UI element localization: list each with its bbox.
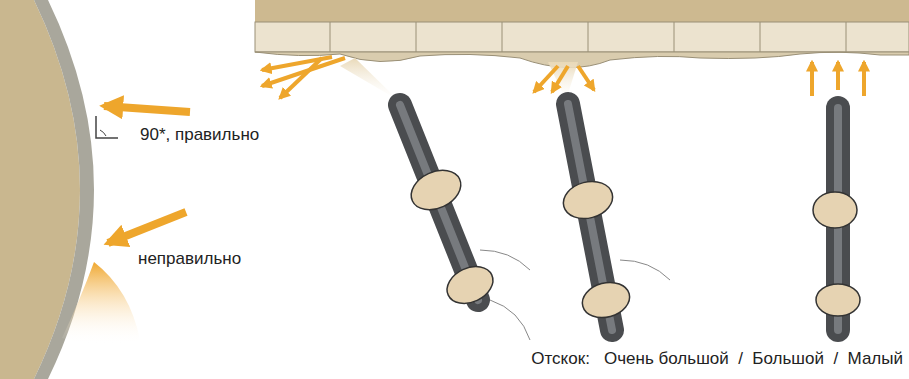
hand <box>559 176 617 224</box>
rebound-arrows <box>812 62 864 96</box>
angle-arc <box>100 130 106 136</box>
wrong-arrow <box>108 212 186 243</box>
hand <box>578 277 633 322</box>
correct-label: 90*, правильно <box>140 126 259 145</box>
spray-cone <box>340 58 398 100</box>
ceiling-rock <box>255 0 909 22</box>
ceiling-lining <box>255 22 909 52</box>
rebound-arrows <box>534 66 594 92</box>
rebound-spray <box>62 262 140 345</box>
rebound-caption: Отскок: Очень большой / Большой / Малый <box>531 350 903 369</box>
hand <box>405 163 467 218</box>
hand <box>813 192 857 228</box>
rebound-arrows <box>262 57 345 98</box>
hand <box>816 284 860 316</box>
sleeve <box>480 250 530 340</box>
right-angle-mark <box>96 116 118 138</box>
sleeve <box>620 260 670 280</box>
lining-joints <box>330 22 846 52</box>
correct-arrow <box>104 106 190 112</box>
incorrect-label: неправильно <box>138 250 241 269</box>
hand <box>441 259 499 310</box>
